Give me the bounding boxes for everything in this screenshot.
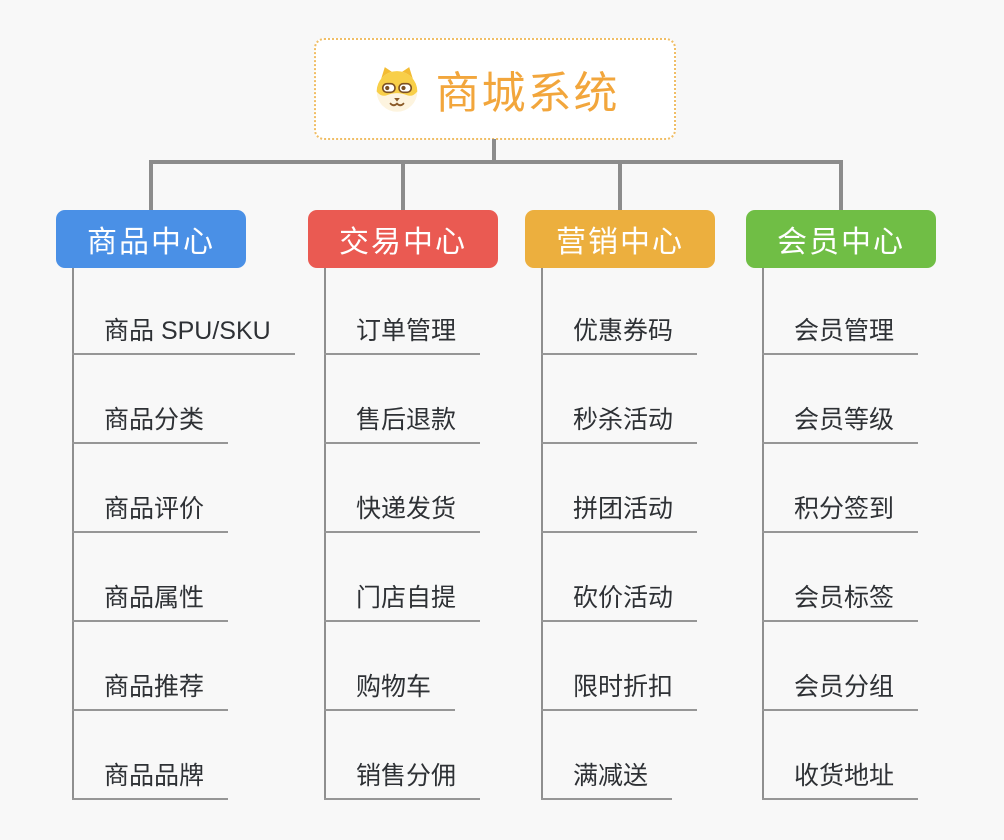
mindmap-leaf-node[interactable]: 售后退款 <box>324 406 481 444</box>
connector-root-vertical <box>492 139 496 162</box>
mindmap-leaf-node[interactable]: 快递发货 <box>324 495 481 533</box>
connector-drop-product <box>149 160 153 212</box>
mindmap-leaf-node[interactable]: 商品属性 <box>72 584 229 622</box>
connector-drop-member <box>839 160 843 212</box>
connector-drop-marketing <box>618 160 622 212</box>
mindmap-leaf-node[interactable]: 商品 SPU/SKU <box>72 317 295 355</box>
mindmap-leaf-node[interactable]: 限时折扣 <box>541 673 698 711</box>
dog-face-icon <box>371 63 423 115</box>
branch-node-product-center[interactable]: 商品中心 <box>56 210 246 268</box>
branch-node-member-center[interactable]: 会员中心 <box>746 210 936 268</box>
mindmap-leaf-node[interactable]: 商品品牌 <box>72 762 229 800</box>
mindmap-leaf-node[interactable]: 砍价活动 <box>541 584 698 622</box>
mindmap-leaf-node[interactable]: 秒杀活动 <box>541 406 698 444</box>
subtree-marketing-center: 优惠券码 秒杀活动 拼团活动 砍价活动 限时折扣 满减送 <box>541 268 698 800</box>
mindmap-leaf-node[interactable]: 优惠券码 <box>541 317 698 355</box>
branch-node-trade-center[interactable]: 交易中心 <box>308 210 498 268</box>
mindmap-leaf-node[interactable]: 会员分组 <box>762 673 919 711</box>
mindmap-leaf-node[interactable]: 会员标签 <box>762 584 919 622</box>
root-title: 商城系统 <box>435 69 620 118</box>
mindmap-leaf-node[interactable]: 商品评价 <box>72 495 229 533</box>
connector-horizontal-bus <box>149 160 843 164</box>
subtree-product-center: 商品 SPU/SKU 商品分类 商品评价 商品属性 商品推荐 商品品牌 <box>72 268 295 800</box>
mindmap-leaf-node[interactable]: 满减送 <box>541 762 673 800</box>
root-node-mall-system[interactable]: 商城系统 <box>314 38 676 140</box>
subtree-member-center: 会员管理 会员等级 积分签到 会员标签 会员分组 收货地址 <box>762 268 919 800</box>
mindmap-leaf-node[interactable]: 商品分类 <box>72 406 229 444</box>
mindmap-leaf-node[interactable]: 商品推荐 <box>72 673 229 711</box>
mindmap-leaf-node[interactable]: 门店自提 <box>324 584 481 622</box>
subtree-trade-center: 订单管理 售后退款 快递发货 门店自提 购物车 销售分佣 <box>324 268 481 800</box>
mindmap-leaf-node[interactable]: 拼团活动 <box>541 495 698 533</box>
mindmap-leaf-node[interactable]: 销售分佣 <box>324 762 481 800</box>
mindmap-leaf-node[interactable]: 积分签到 <box>762 495 919 533</box>
mindmap-leaf-node[interactable]: 收货地址 <box>762 762 919 800</box>
mindmap-leaf-node[interactable]: 会员等级 <box>762 406 919 444</box>
connector-drop-trade <box>401 160 405 212</box>
mindmap-leaf-node[interactable]: 会员管理 <box>762 317 919 355</box>
mindmap-leaf-node[interactable]: 订单管理 <box>324 317 481 355</box>
mindmap-leaf-node[interactable]: 购物车 <box>324 673 456 711</box>
branch-node-marketing-center[interactable]: 营销中心 <box>525 210 715 268</box>
